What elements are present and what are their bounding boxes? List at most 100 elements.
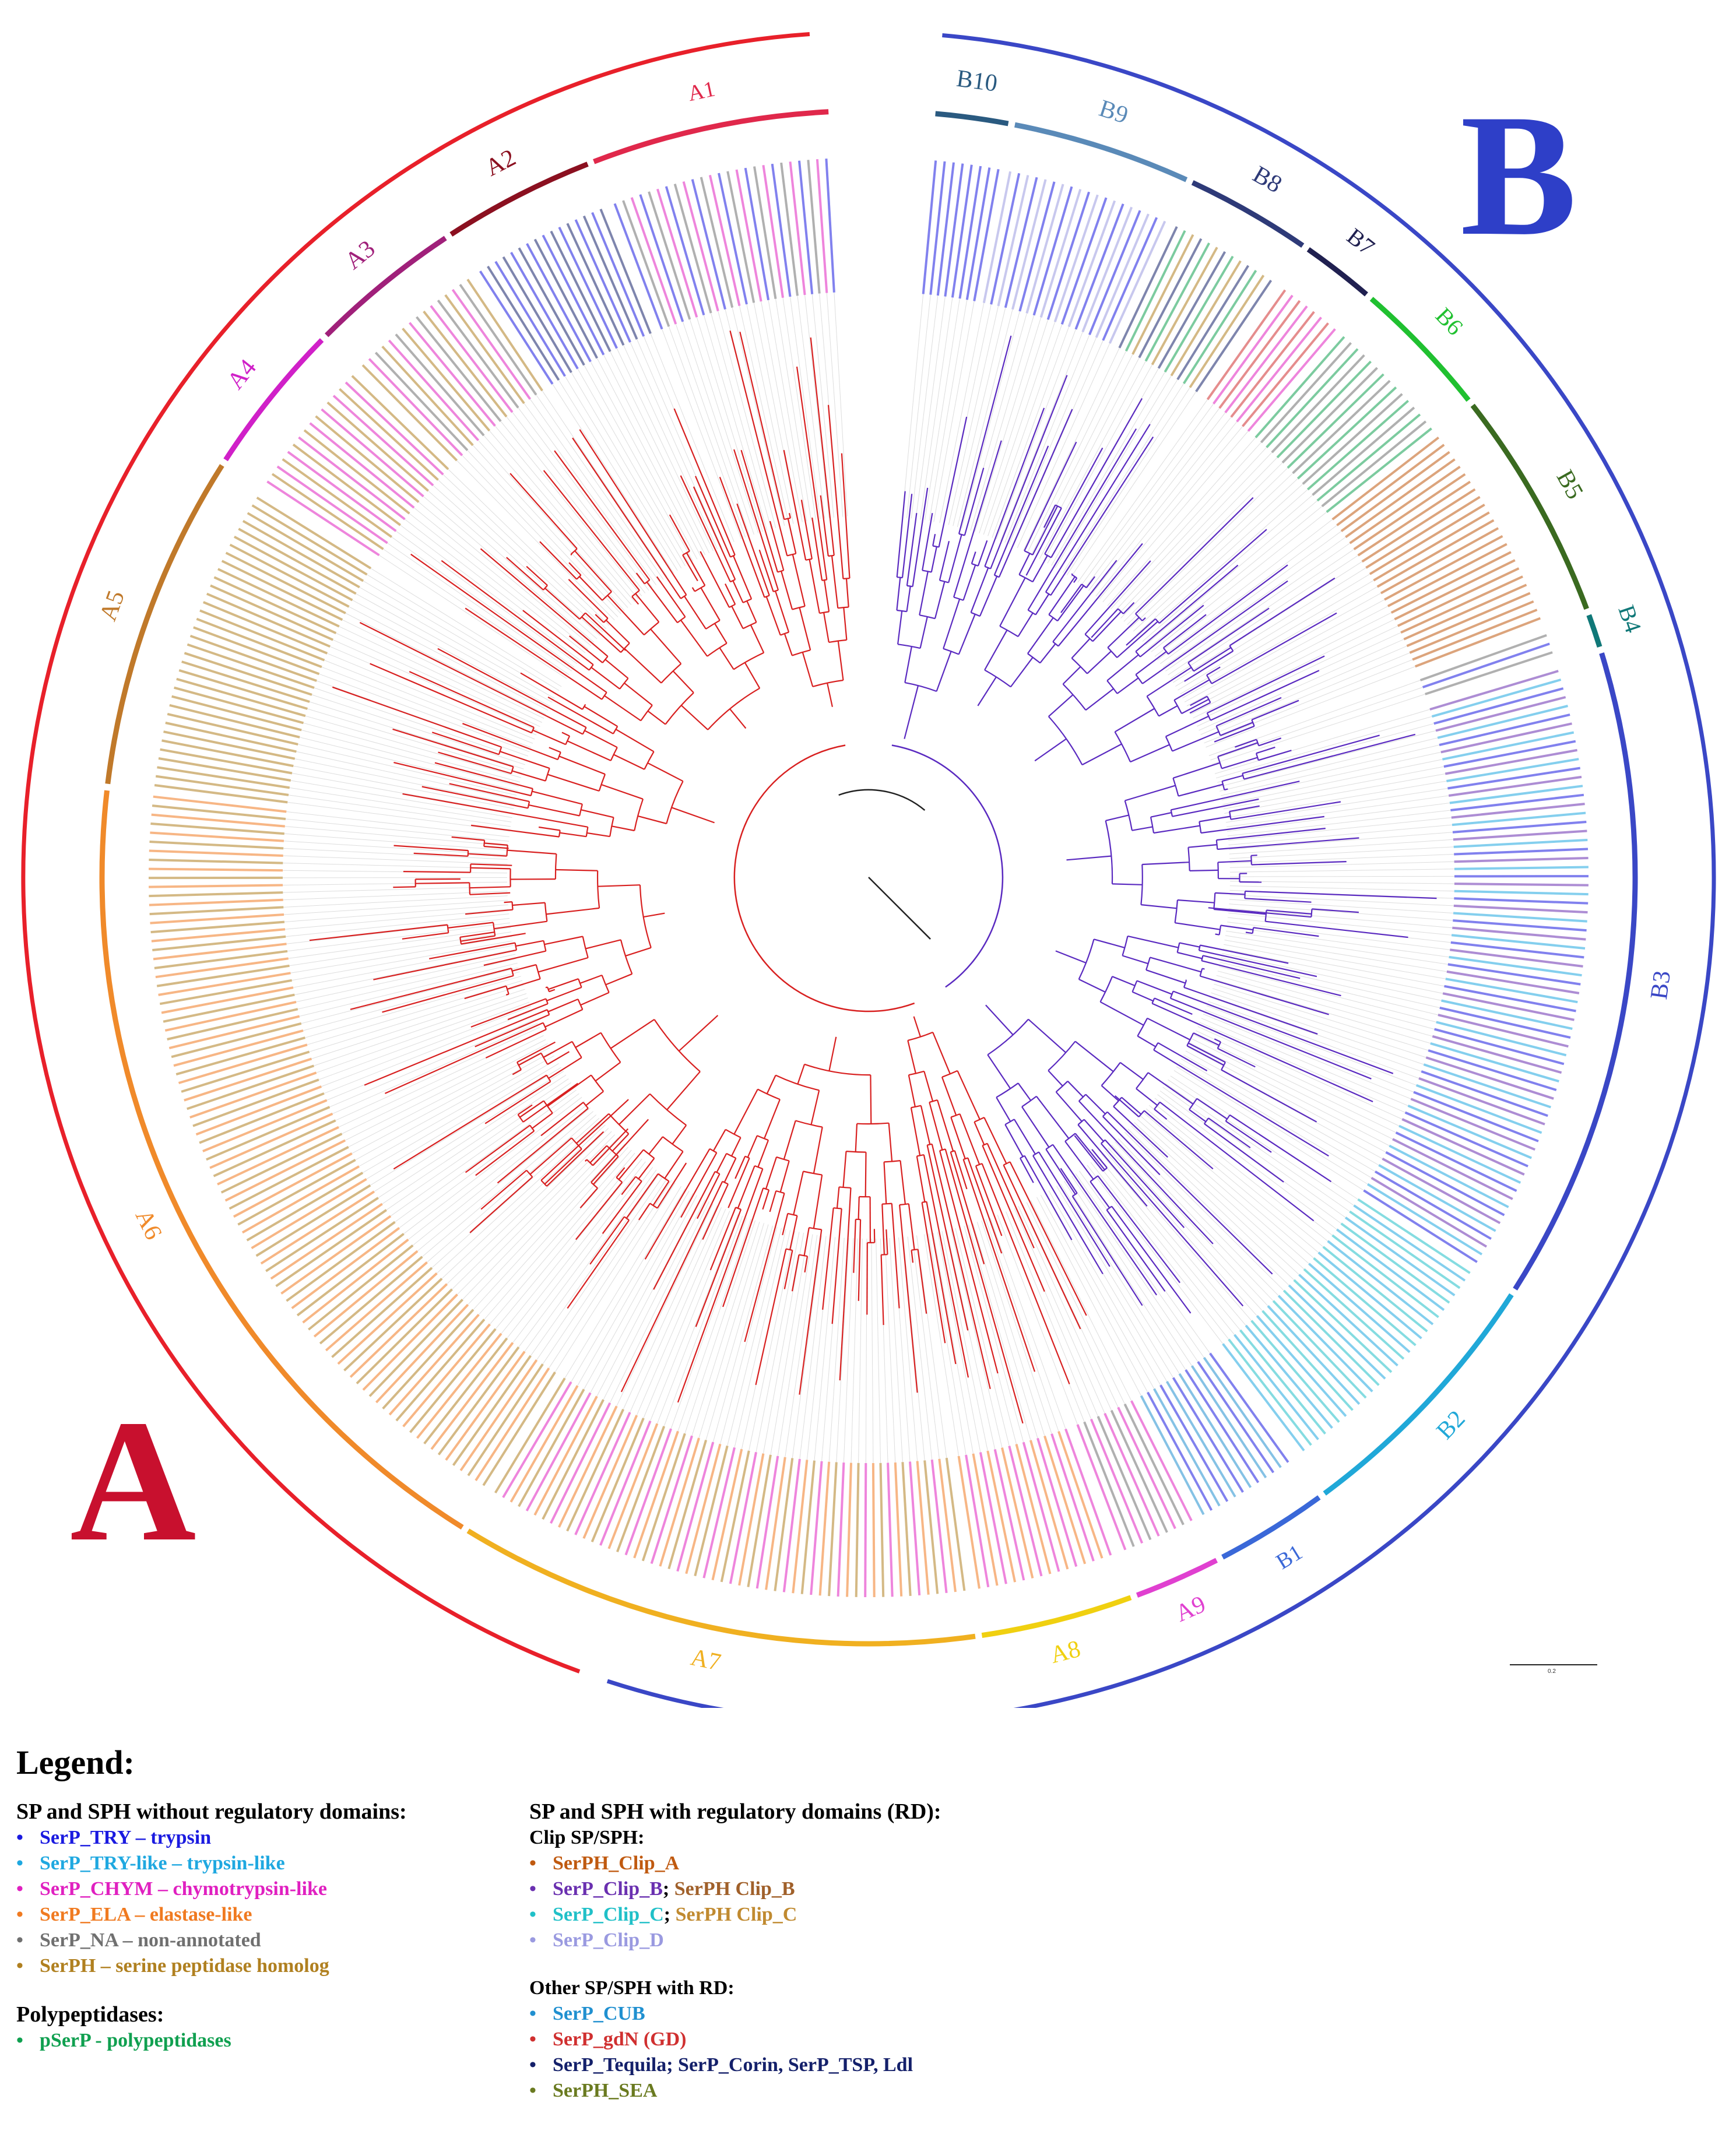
tip-guide-line xyxy=(286,913,509,937)
tree-branch xyxy=(592,1128,629,1166)
tip-label-ribbon xyxy=(1454,866,1589,870)
tree-branch xyxy=(470,867,511,870)
tip-guide-line xyxy=(387,543,572,672)
tip-guide-line xyxy=(456,460,615,621)
tree-node-arc xyxy=(598,774,606,792)
tree-node-arc xyxy=(735,1207,742,1210)
tip-label-ribbon xyxy=(1261,1310,1354,1411)
tree-branch xyxy=(1242,734,1380,774)
tip-label-ribbon xyxy=(1277,1295,1373,1393)
tree-branch xyxy=(569,635,603,663)
tree-branch xyxy=(1039,643,1056,664)
tip-guide-line xyxy=(1196,1030,1400,1126)
tree-branch xyxy=(539,541,577,580)
clade-label-a7: A7 xyxy=(688,1644,723,1676)
tree-branch xyxy=(1132,991,1154,1002)
tip-guide-line xyxy=(1063,383,1185,573)
tree-branch xyxy=(595,1061,621,1082)
tree-branch xyxy=(1258,737,1282,747)
tree-branch xyxy=(1170,997,1372,1080)
tip-guide-line xyxy=(1070,391,1197,578)
tip-guide-line xyxy=(413,507,589,650)
tip-label-ribbon xyxy=(774,1458,794,1591)
tip-guide-line xyxy=(609,1201,709,1404)
tree-branch xyxy=(1217,742,1258,757)
tip-guide-line xyxy=(1124,1132,1284,1291)
tree-branch xyxy=(671,807,715,824)
tree-branch xyxy=(359,622,584,735)
tip-label-ribbon xyxy=(702,1447,736,1578)
tree-branch xyxy=(637,815,667,825)
tip-label-ribbon xyxy=(149,884,283,888)
tree-node-arc xyxy=(516,1061,522,1070)
tip-guide-line xyxy=(472,445,625,611)
tree-branch xyxy=(944,1149,1024,1424)
tip-label-ribbon xyxy=(1418,1077,1545,1126)
tip-label-ribbon xyxy=(332,395,434,487)
tip-guide-line xyxy=(797,296,825,519)
tip-label-ribbon xyxy=(1403,583,1527,641)
tree-branch xyxy=(448,922,494,929)
tip-guide-line xyxy=(506,416,646,593)
tip-label-ribbon xyxy=(199,609,325,662)
tree-branch xyxy=(1034,738,1067,762)
tip-label-ribbon xyxy=(765,1457,786,1590)
tree-node-arc xyxy=(764,595,770,598)
tip-guide-line xyxy=(584,365,694,562)
tip-label-ribbon xyxy=(648,191,691,320)
tip-label-ribbon xyxy=(700,177,734,308)
tip-label-ribbon xyxy=(993,1449,1025,1581)
tip-label-ribbon xyxy=(864,1462,867,1598)
tip-label-ribbon xyxy=(979,1452,1007,1584)
tip-label-ribbon xyxy=(936,162,955,296)
tip-guide-line xyxy=(1199,1022,1405,1113)
tip-label-ribbon xyxy=(922,160,937,294)
tip-guide-line xyxy=(549,1180,672,1369)
tree-branch xyxy=(586,832,610,838)
clade-arc-a2 xyxy=(449,161,589,237)
tip-label-ribbon xyxy=(1110,1409,1168,1533)
tree-branch xyxy=(1135,497,1254,614)
tree-node-arc xyxy=(493,922,496,936)
tip-label-ribbon xyxy=(1327,1240,1434,1326)
tip-guide-line xyxy=(1229,894,1454,906)
tip-label-ribbon xyxy=(1228,1338,1312,1446)
tree-branch xyxy=(891,1203,900,1309)
tree-branch xyxy=(799,607,811,651)
tree-node-arc xyxy=(543,585,548,590)
tip-label-ribbon xyxy=(753,166,777,300)
legend-item-label: SerP_Tequila; SerP_Corin, SerP_TSP, Ldl xyxy=(553,2054,913,2076)
tree-branch xyxy=(896,577,901,611)
tip-guide-line xyxy=(518,407,653,588)
tree-branch xyxy=(624,648,662,684)
tip-label-ribbon xyxy=(149,841,284,850)
tip-label-ribbon xyxy=(1454,897,1589,905)
tree-branch xyxy=(783,1250,793,1289)
tree-branch xyxy=(719,647,735,670)
tree-branch xyxy=(1208,1117,1251,1148)
tree-node-arc xyxy=(447,924,449,933)
tip-label-ribbon xyxy=(184,652,312,696)
tree-branch xyxy=(605,659,629,679)
tree-branch xyxy=(647,710,666,725)
tree-branch xyxy=(775,590,790,632)
tip-label-ribbon xyxy=(1018,181,1056,312)
tree-branch xyxy=(828,1036,837,1071)
tip-guide-line xyxy=(950,1229,1003,1448)
tree-branch xyxy=(579,1187,598,1209)
tip-label-ribbon xyxy=(1287,373,1384,469)
tree-node-arc xyxy=(635,1176,642,1182)
tree-branch xyxy=(1171,781,1300,811)
tip-label-ribbon xyxy=(1454,890,1589,896)
tip-label-ribbon xyxy=(225,551,346,614)
tree-branch xyxy=(1045,424,1151,593)
legend-bullet: • xyxy=(529,1929,536,1951)
tree-node-arc xyxy=(1204,1117,1209,1124)
tree-branch xyxy=(650,628,682,665)
tree-node-arc xyxy=(1217,1042,1221,1049)
tip-guide-line xyxy=(1225,781,1447,818)
tree-node-arc xyxy=(620,642,630,653)
tree-branch xyxy=(904,646,912,683)
tip-guide-line xyxy=(775,298,812,521)
tip-guide-line xyxy=(1071,1176,1199,1362)
